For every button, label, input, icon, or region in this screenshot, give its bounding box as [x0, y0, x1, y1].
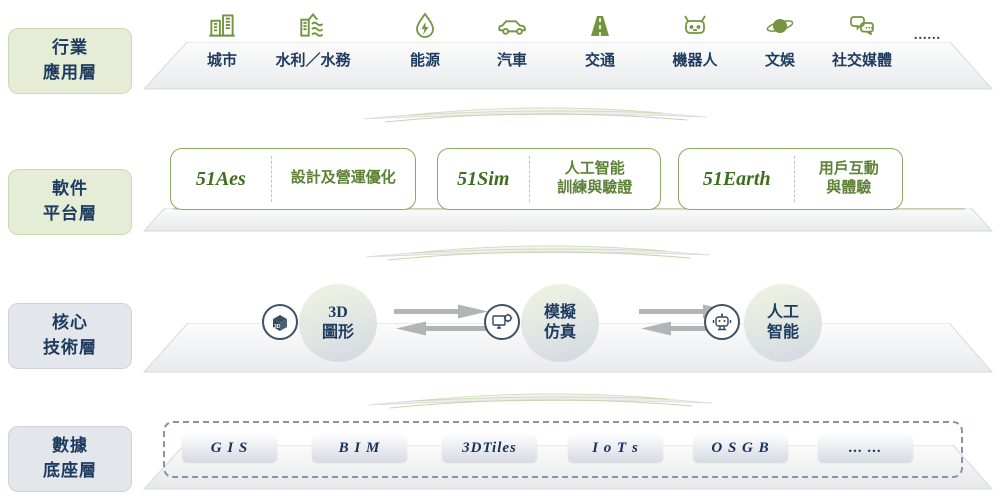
label-line: 行業	[52, 38, 88, 58]
card-divider	[794, 155, 796, 203]
tech-circle-ai: 人工 智能	[744, 284, 822, 362]
industry-item-label: 交通	[584, 53, 615, 69]
data-chip-iots: I o T s	[568, 435, 663, 462]
tech-line: 模擬	[543, 304, 576, 321]
industry-item-water: 水利／水務	[263, 5, 363, 70]
tech-line: 圖形	[321, 324, 354, 341]
product-card-51earth: 51Earth 用戶互動 與體驗	[678, 148, 903, 210]
product-description: 設計及營運優化	[272, 169, 415, 189]
chip-label: 3DTiles	[462, 440, 517, 456]
label-line: 數據	[52, 436, 88, 456]
product-description: 用戶互動 與體驗	[795, 160, 902, 199]
desc-line: 設計及營運優化	[290, 170, 396, 187]
label-line: 底座層	[43, 461, 97, 480]
industry-item-label: 城市	[206, 53, 237, 69]
data-chip-more: ... ...	[818, 435, 913, 462]
industry-item-robot: 機器人	[645, 5, 745, 70]
energy-icon	[375, 5, 475, 42]
label-software-platform-layer: 軟件 平台層	[8, 169, 132, 235]
svg-text:3D: 3D	[274, 324, 281, 330]
data-chip-bim: B I M	[312, 435, 407, 462]
label-line: 核心	[52, 313, 88, 333]
industry-item-energy: 能源	[375, 5, 475, 70]
label-data-foundation-layer: 數據 底座層	[8, 426, 132, 492]
traffic-icon	[550, 5, 650, 42]
flow-connector-1	[362, 107, 708, 123]
industry-item-automotive: 汽車	[462, 5, 562, 70]
desc-line: 訓練與驗證	[557, 180, 633, 196]
data-chip-osgb: O S G B	[693, 435, 788, 462]
desc-line: 與體驗	[826, 180, 872, 196]
chip-label: G I S	[210, 440, 249, 456]
tech-circle-3d-graphics: 3D 圖形	[299, 284, 377, 362]
simulation-icon	[484, 304, 520, 340]
industry-more-ellipsis: ......	[914, 28, 941, 43]
industry-item-label: 汽車	[496, 53, 527, 69]
ai-robot-icon	[704, 304, 740, 340]
robot-icon	[645, 5, 745, 42]
product-description: 人工智能 訓練與驗證	[530, 160, 660, 199]
card-divider	[528, 155, 530, 203]
industry-item-label: 文娛	[764, 53, 795, 69]
product-card-51aes: 51Aes 設計及營運優化	[170, 148, 416, 210]
tech-line: 人工	[766, 304, 799, 321]
industry-item-city: 城市	[172, 5, 272, 70]
tech-line: 智能	[766, 324, 799, 341]
industry-item-social-media: 社交媒體	[812, 5, 912, 70]
3d-cube-icon: 3D	[262, 304, 298, 340]
data-chip-3dtiles: 3DTiles	[442, 435, 537, 462]
label-line: 技術層	[43, 338, 97, 357]
industry-item-label: 社交媒體	[831, 53, 892, 69]
industry-item-label: 機器人	[672, 53, 718, 69]
data-chip-gis: G I S	[182, 435, 277, 462]
tech-circle-simulation: 模擬 仿真	[521, 284, 599, 362]
chip-label: O S G B	[711, 440, 770, 456]
water-icon	[263, 5, 363, 42]
label-line: 平台層	[43, 204, 97, 223]
label-line: 軟件	[52, 179, 88, 199]
industry-item-label: 能源	[409, 53, 440, 69]
data-foundation-container	[163, 421, 963, 478]
card-divider	[270, 155, 272, 203]
car-icon	[462, 5, 562, 42]
tech-line: 仿真	[543, 324, 576, 341]
industry-item-traffic: 交通	[550, 5, 650, 70]
industry-layer-band	[143, 42, 993, 90]
chip-label: B I M	[338, 440, 381, 456]
software-layer-band	[143, 208, 993, 232]
tech-line: 3D	[328, 304, 348, 321]
social-media-icon	[812, 5, 912, 42]
chip-label: ... ...	[848, 440, 883, 456]
exchange-arrows-icon	[394, 304, 490, 336]
city-icon	[172, 5, 272, 42]
chip-label: I o T s	[592, 440, 639, 456]
product-card-51sim: 51Sim 人工智能 訓練與驗證	[437, 148, 661, 210]
flow-connector-3	[367, 393, 713, 409]
flow-connector-2	[365, 245, 711, 261]
desc-line: 用戶互動	[818, 160, 879, 177]
industry-item-entertainment: 文娛	[730, 5, 830, 70]
entertainment-icon	[730, 5, 830, 42]
product-name: 51Aes	[195, 167, 246, 190]
label-core-technology-layer: 核心 技術層	[8, 303, 132, 369]
product-name: 51Earth	[702, 167, 771, 190]
product-name: 51Sim	[457, 167, 510, 190]
industry-item-label: 水利／水務	[275, 53, 351, 69]
label-industry-application-layer: 行業 應用層	[8, 28, 132, 94]
label-line: 應用層	[43, 63, 97, 82]
desc-line: 人工智能	[564, 160, 625, 177]
